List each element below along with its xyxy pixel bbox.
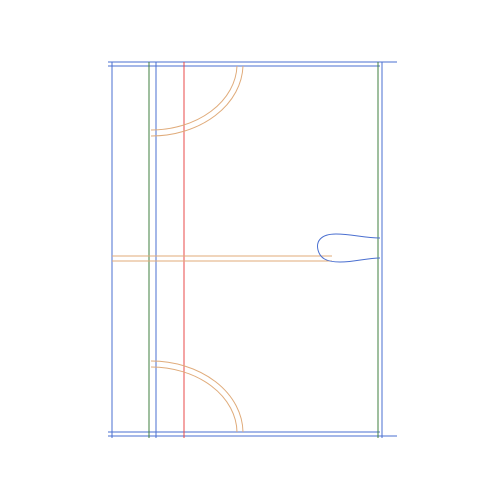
bottom-arc-outer (150, 360, 244, 433)
blue-tab-shape (317, 233, 381, 263)
bottom-arc-inner (150, 366, 238, 433)
top-arc-outer (150, 65, 244, 137)
top-arc-inner (150, 65, 238, 131)
